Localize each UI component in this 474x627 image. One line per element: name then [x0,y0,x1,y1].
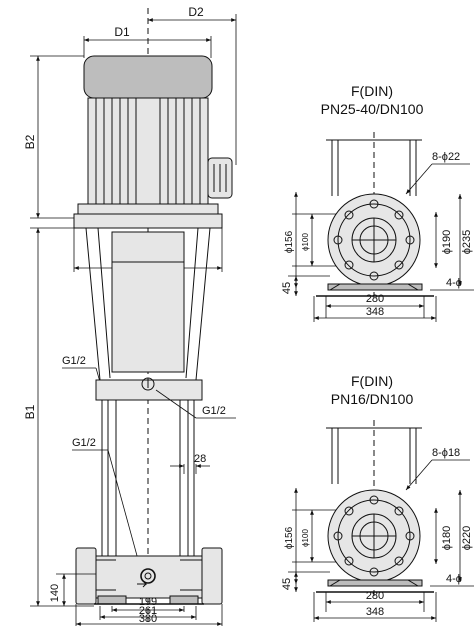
label-140: 140 [49,584,61,602]
flange-top-w280: 280 [366,293,384,305]
flange-view-top: F(DIN) PN25-40/DN100 8-ϕ22 [281,83,474,322]
flange-bottom-w280: 280 [366,590,384,602]
flange-top-d156: ϕ156 [284,230,295,253]
flange-top-h45: 45 [281,282,293,294]
flange-top-foot-holes: 4-ϕ [446,277,462,289]
flange-top-w348: 348 [366,306,384,318]
label-g12-bottom: G1/2 [72,437,96,449]
inlet-flange [75,547,97,605]
lantern-bracket [85,227,211,381]
drain-plug-icon [140,568,156,584]
flange-top-d235: ϕ235 [461,230,473,255]
motor-body [87,97,209,205]
label-d2: D2 [188,5,204,19]
motor-fan-cover [83,55,213,99]
main-pump-view: D1 D2 B2 [23,5,237,626]
flange-bottom-foot-holes: 4-ϕ [446,573,462,585]
flange-top-bolt-holes [333,199,415,281]
flange-top-d100: ϕ100 [301,233,310,251]
flange-bottom-h45: 45 [281,578,293,590]
label-28: 28 [194,453,206,465]
flange-view-bottom: F(DIN) PN16/DN100 8-ϕ18 ϕ15 [281,373,474,622]
pump-foot-left [97,595,127,605]
pump-foot-right [169,595,199,605]
label-b1: B1 [23,404,37,419]
flange-bottom-d100: ϕ100 [301,529,310,547]
flange-bottom-title-line2: PN16/DN100 [331,391,414,407]
outlet-flange [201,547,223,605]
flange-bottom-d220: ϕ220 [461,526,473,551]
label-380: 380 [139,613,157,625]
flow-arrow-icon [137,580,148,588]
label-g12-top-left: G1/2 [62,355,86,367]
label-261: 261 [139,605,157,617]
flange-top-title-line1: F(DIN) [351,83,393,99]
pressure-gauge-port-icon [141,377,155,391]
motor-flange [77,203,219,215]
label-199: 199 [139,596,157,608]
flange-top-title-line2: PN25-40/DN100 [321,101,424,117]
flange-bottom-title-line1: F(DIN) [351,373,393,389]
label-b2: B2 [23,134,37,149]
label-g12-right: G1/2 [202,405,226,417]
flange-top-bolts: 8-ϕ22 [432,151,460,163]
flange-top-d190: ϕ190 [441,230,453,255]
flange-bottom-bolt-holes [333,495,415,577]
motor-cooling-fins [95,98,201,204]
flange-bottom-bolts: 8-ϕ18 [432,447,460,459]
label-d1: D1 [114,25,130,39]
pump-base [93,555,205,599]
flange-bottom-d156: ϕ156 [284,526,295,549]
flange-bottom-w348: 348 [366,606,384,618]
flange-bottom-d180: ϕ180 [441,526,453,551]
